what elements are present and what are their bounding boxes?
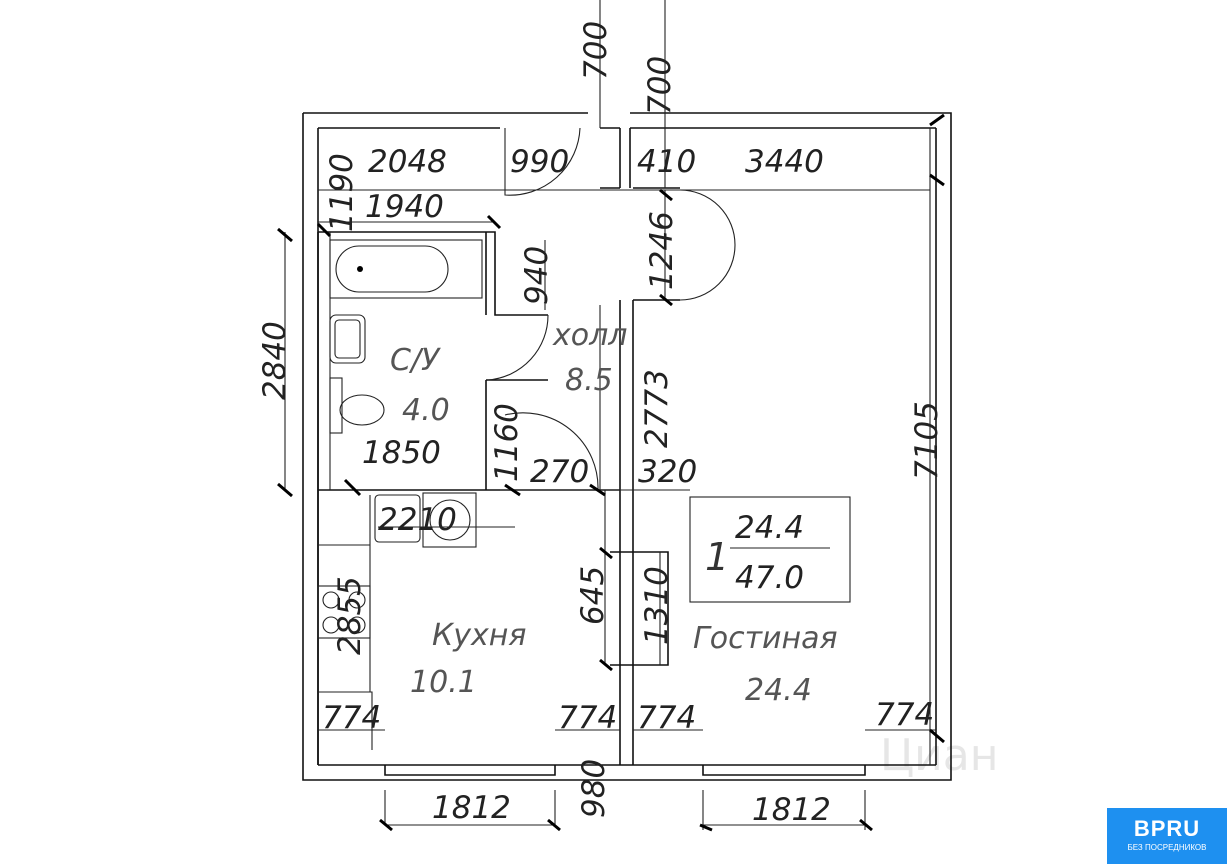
sink-icon: [329, 314, 366, 364]
dim-980: 980: [576, 759, 612, 818]
dim-2210: 2210: [378, 502, 457, 538]
toilet-icon: [329, 377, 385, 434]
dim-1246: 1246: [644, 211, 680, 290]
dim-270: 270: [530, 454, 589, 490]
living-label: Гостиная: [693, 621, 838, 656]
hall-area: 8.5: [565, 363, 613, 398]
washing-machine-icon: [422, 492, 477, 548]
dim-2840: 2840: [257, 321, 293, 400]
total-area: 47.0: [735, 560, 804, 596]
living-area: 24.4: [745, 673, 812, 708]
dim-1940: 1940: [365, 189, 444, 225]
dim-1310: 1310: [639, 566, 675, 645]
dim-700-b: 700: [642, 56, 678, 115]
dim-1850: 1850: [362, 435, 441, 471]
dim-2855: 2855: [332, 576, 368, 655]
dim-320: 320: [638, 454, 697, 490]
kitchen-label: Кухня: [432, 618, 526, 653]
dim-1160: 1160: [489, 403, 525, 482]
bpru-badge: BPRU БЕЗ ПОСРЕДНИКОВ: [1107, 808, 1227, 864]
bathroom-area: 4.0: [402, 393, 450, 428]
badge-title: BPRU: [1133, 816, 1201, 841]
dim-774-kitchen-left: 774: [322, 700, 381, 736]
dim-3440: 3440: [745, 144, 824, 180]
dimension-lines: [277, 0, 945, 832]
dim-410: 410: [637, 144, 696, 180]
doors: [487, 127, 736, 491]
badge-subtitle: БЕЗ ПОСРЕДНИКОВ: [1127, 843, 1207, 852]
summary-box: 1 24.4 47.0: [689, 496, 851, 603]
dim-774-living-left: 774: [637, 700, 696, 736]
dim-774-kitchen-right: 774: [558, 700, 617, 736]
dim-774-living-right: 774: [875, 697, 934, 733]
counter: [318, 495, 373, 750]
bathroom-label: С/У: [390, 343, 441, 378]
dim-2773: 2773: [639, 369, 675, 448]
dim-700-a: 700: [578, 21, 614, 80]
living-area-summary: 24.4: [735, 510, 804, 546]
dim-940: 940: [519, 246, 555, 305]
dim-1812-living: 1812: [752, 792, 831, 828]
dim-645: 645: [575, 566, 611, 625]
dim-1190: 1190: [324, 153, 360, 232]
dim-1812-kitchen: 1812: [432, 790, 511, 826]
hall-label: холл: [552, 318, 627, 353]
kitchen-area: 10.1: [410, 665, 477, 700]
dim-2048: 2048: [368, 144, 447, 180]
dim-990: 990: [510, 144, 569, 180]
rooms-count: 1: [705, 535, 729, 579]
dim-7105: 7105: [909, 401, 945, 480]
bathtub-icon: [329, 239, 483, 299]
kitchen-sink-icon: [374, 494, 421, 543]
